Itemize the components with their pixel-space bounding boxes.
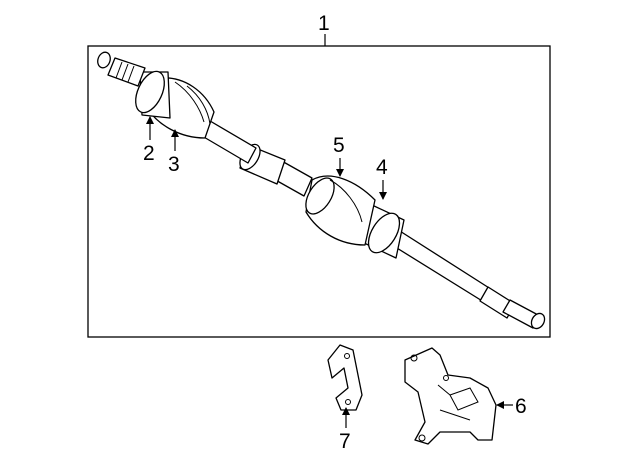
callout-7[interactable]: 7 xyxy=(339,430,351,453)
axle-shaft[interactable] xyxy=(96,50,548,330)
inner-cv-ring xyxy=(135,70,165,114)
callout-5[interactable]: 5 xyxy=(333,134,345,157)
outer-spindle-end xyxy=(530,312,546,330)
callout-1[interactable]: 1 xyxy=(318,12,330,35)
assembly-frame xyxy=(87,45,551,338)
support-bracket[interactable] xyxy=(404,347,497,445)
callout-4[interactable]: 4 xyxy=(376,156,388,179)
outer-boot-ring xyxy=(305,177,335,215)
retaining-plate[interactable] xyxy=(327,344,363,411)
callout-2[interactable]: 2 xyxy=(143,142,155,165)
callout-3[interactable]: 3 xyxy=(168,153,180,176)
inner-stub xyxy=(107,57,146,87)
inner-stub-end xyxy=(97,51,111,69)
outer-cv-ring xyxy=(367,212,401,254)
callout-6[interactable]: 6 xyxy=(515,395,527,418)
